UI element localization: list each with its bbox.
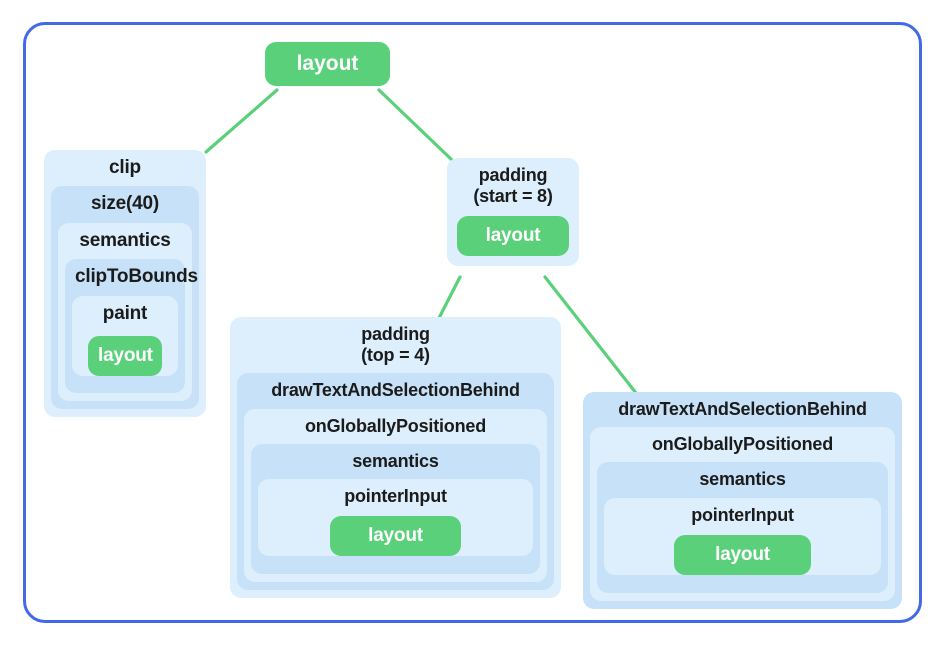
node-clip-semantics[interactable]: semantics clipToBounds paint layout xyxy=(58,222,198,401)
node-mid-ongloballypositioned-label: onGloballyPositioned xyxy=(304,415,486,436)
node-clip-semantics-label: semantics xyxy=(79,229,171,251)
node-mid-pointerinput[interactable]: pointerInput layout xyxy=(258,479,533,557)
node-mid-drawtext-label: drawTextAndSelectionBehind xyxy=(271,380,520,401)
node-padding-top-label: padding (top = 4) xyxy=(361,324,430,366)
node-size40[interactable]: size(40) semantics clipToBounds paint la… xyxy=(51,186,199,409)
node-right-pointerinput-label: pointerInput xyxy=(691,504,794,525)
node-mid-drawtext[interactable]: drawTextAndSelectionBehind onGloballyPos… xyxy=(237,373,554,591)
node-padding-start-label: padding (start = 8) xyxy=(473,165,553,207)
node-size40-label: size(40) xyxy=(90,193,160,215)
node-right-ongloballypositioned-label: onGloballyPositioned xyxy=(651,434,833,455)
node-mid-semantics[interactable]: semantics pointerInput layout xyxy=(251,443,540,575)
node-padding-start-layout-leaf[interactable]: layout xyxy=(457,216,569,257)
node-padding-top[interactable]: padding (top = 4) drawTextAndSelectionBe… xyxy=(230,317,561,599)
node-clip-layout-leaf[interactable]: layout xyxy=(88,336,162,376)
node-right-layout-leaf[interactable]: layout xyxy=(674,534,811,575)
node-right-semantics[interactable]: semantics pointerInput layout xyxy=(597,462,888,593)
node-padding-start[interactable]: padding (start = 8) layout xyxy=(447,158,579,267)
node-right-layout-leaf-label: layout xyxy=(715,543,770,565)
node-right-pointerinput[interactable]: pointerInput layout xyxy=(604,497,881,575)
node-clip[interactable]: clip size(40) semantics clipToBounds pai… xyxy=(44,150,206,417)
node-mid-ongloballypositioned[interactable]: onGloballyPositioned semantics pointerIn… xyxy=(244,408,547,583)
node-right-drawtext[interactable]: drawTextAndSelectionBehind onGloballyPos… xyxy=(583,392,902,609)
node-right-drawtext-label: drawTextAndSelectionBehind xyxy=(618,399,867,419)
node-mid-semantics-label: semantics xyxy=(352,450,439,471)
node-cliptobounds[interactable]: clipToBounds paint layout xyxy=(65,259,198,393)
node-padding-start-layout-leaf-label: layout xyxy=(485,225,541,247)
node-cliptobounds-label: clipToBounds xyxy=(75,266,198,288)
node-root-layout-label: layout xyxy=(296,52,359,75)
node-paint-label: paint xyxy=(102,302,148,324)
node-clip-layout-leaf-label: layout xyxy=(98,345,153,367)
node-right-ongloballypositioned[interactable]: onGloballyPositioned semantics pointerIn… xyxy=(590,427,895,601)
node-mid-layout-leaf[interactable]: layout xyxy=(330,516,461,557)
node-right-semantics-label: semantics xyxy=(699,469,786,490)
node-root-layout[interactable]: layout xyxy=(265,42,390,87)
node-mid-pointerinput-label: pointerInput xyxy=(344,486,447,507)
node-mid-layout-leaf-label: layout xyxy=(368,525,423,547)
node-clip-label: clip xyxy=(109,157,141,178)
node-paint[interactable]: paint layout xyxy=(72,295,178,376)
